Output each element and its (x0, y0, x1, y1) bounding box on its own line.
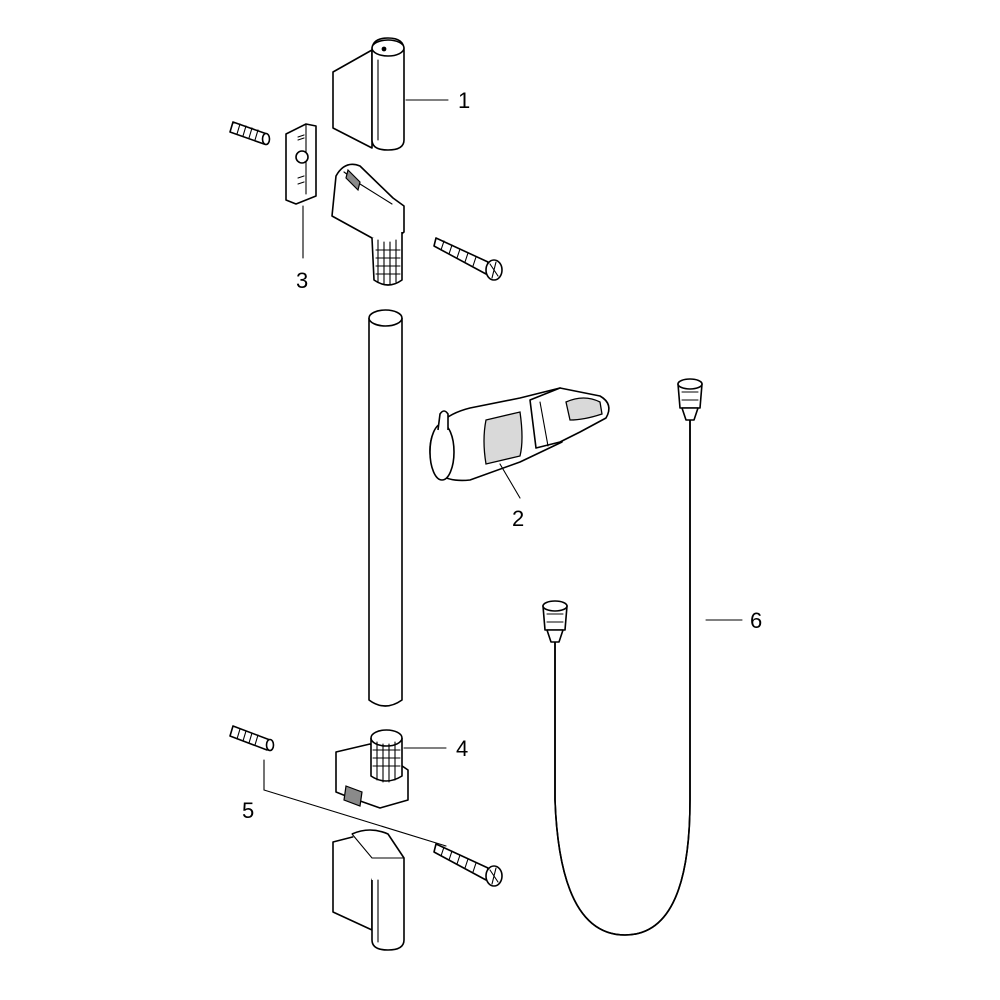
callout-1: 1 (458, 88, 470, 113)
lower-wall-plug (229, 725, 275, 752)
upper-screw (433, 237, 503, 281)
part-6-shower-hose (542, 378, 703, 936)
upper-bracket (331, 163, 405, 286)
callout-3: 3 (296, 268, 308, 293)
lower-screw (433, 843, 503, 887)
part-2-slider (429, 387, 610, 482)
upper-wall-plug (229, 121, 271, 146)
callout-5: 5 (242, 798, 254, 823)
callout-4: 4 (456, 736, 468, 761)
part-3-wall-plate (285, 123, 317, 205)
part-4-lower-bracket (335, 729, 409, 809)
shower-rail (368, 309, 403, 707)
callout-2: 2 (512, 506, 524, 531)
part-1-top-cover (332, 37, 405, 151)
leader-lines (263, 99, 743, 847)
callout-6: 6 (750, 608, 762, 633)
lower-cover (332, 829, 405, 951)
